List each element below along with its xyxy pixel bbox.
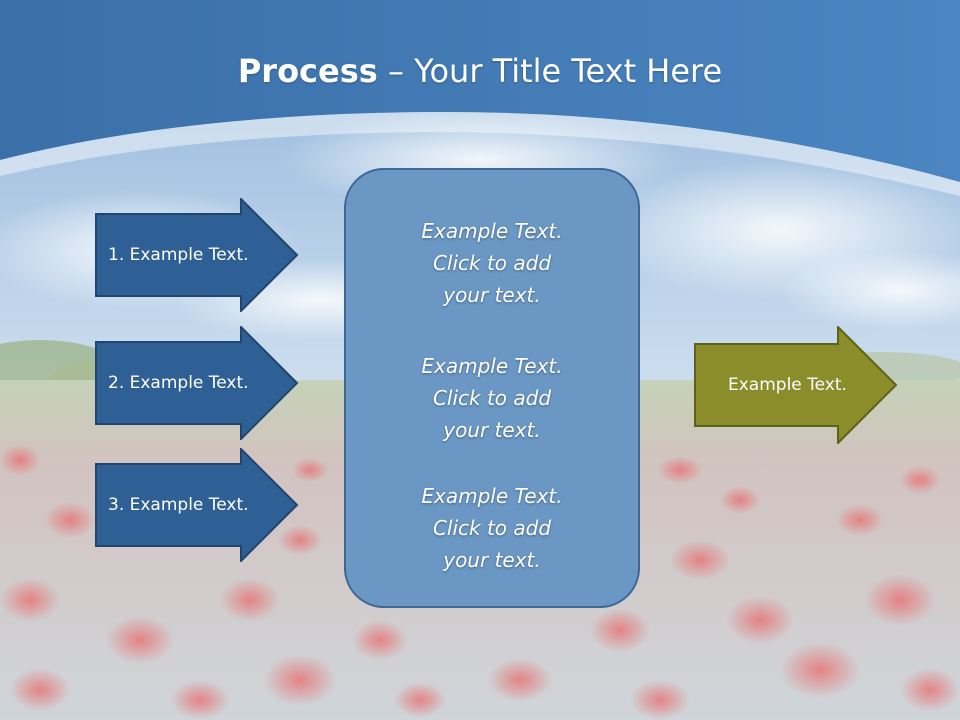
paragraph-line: Click to add bbox=[432, 386, 552, 410]
paragraph-line: Example Text. bbox=[421, 219, 563, 243]
left-arrow-3-label: 3. Example Text. bbox=[108, 495, 249, 515]
header-swoosh bbox=[0, 111, 960, 196]
poppy-field bbox=[0, 444, 960, 720]
paragraph-line: your text. bbox=[443, 283, 541, 307]
left-arrow-3[interactable]: 3. Example Text. bbox=[95, 448, 299, 562]
left-arrow-2[interactable]: 2. Example Text. bbox=[95, 326, 299, 440]
title-dash: – bbox=[377, 52, 415, 90]
paragraph-line: your text. bbox=[443, 548, 541, 572]
paragraph-line: Click to add bbox=[432, 516, 552, 540]
paragraph-line: Click to add bbox=[432, 251, 552, 275]
center-paragraph-1: Example Text. Click to add your text. bbox=[346, 215, 638, 311]
title-rest: Your Title Text Here bbox=[414, 52, 723, 90]
slide-title: Process – Your Title Text Here bbox=[0, 52, 960, 90]
center-text-box[interactable]: Example Text. Click to add your text. Ex… bbox=[344, 168, 640, 608]
paragraph-line: Example Text. bbox=[421, 354, 563, 378]
right-arrow-label: Example Text. bbox=[728, 375, 847, 395]
center-paragraph-2: Example Text. Click to add your text. bbox=[346, 350, 638, 446]
title-bold: Process bbox=[237, 52, 378, 90]
header-band bbox=[0, 0, 960, 182]
left-arrow-2-label: 2. Example Text. bbox=[108, 373, 249, 393]
paragraph-line: your text. bbox=[443, 418, 541, 442]
arrow-shape-icon bbox=[95, 326, 299, 440]
arrow-shape-icon bbox=[95, 448, 299, 562]
arrow-shape-icon bbox=[95, 198, 299, 312]
center-paragraph-3: Example Text. Click to add your text. bbox=[346, 480, 638, 576]
right-arrow[interactable]: Example Text. bbox=[694, 326, 898, 444]
paragraph-line: Example Text. bbox=[421, 484, 563, 508]
left-arrow-1-label: 1. Example Text. bbox=[108, 245, 249, 265]
arrow-shape-icon bbox=[694, 326, 898, 444]
left-arrow-1[interactable]: 1. Example Text. bbox=[95, 198, 299, 312]
